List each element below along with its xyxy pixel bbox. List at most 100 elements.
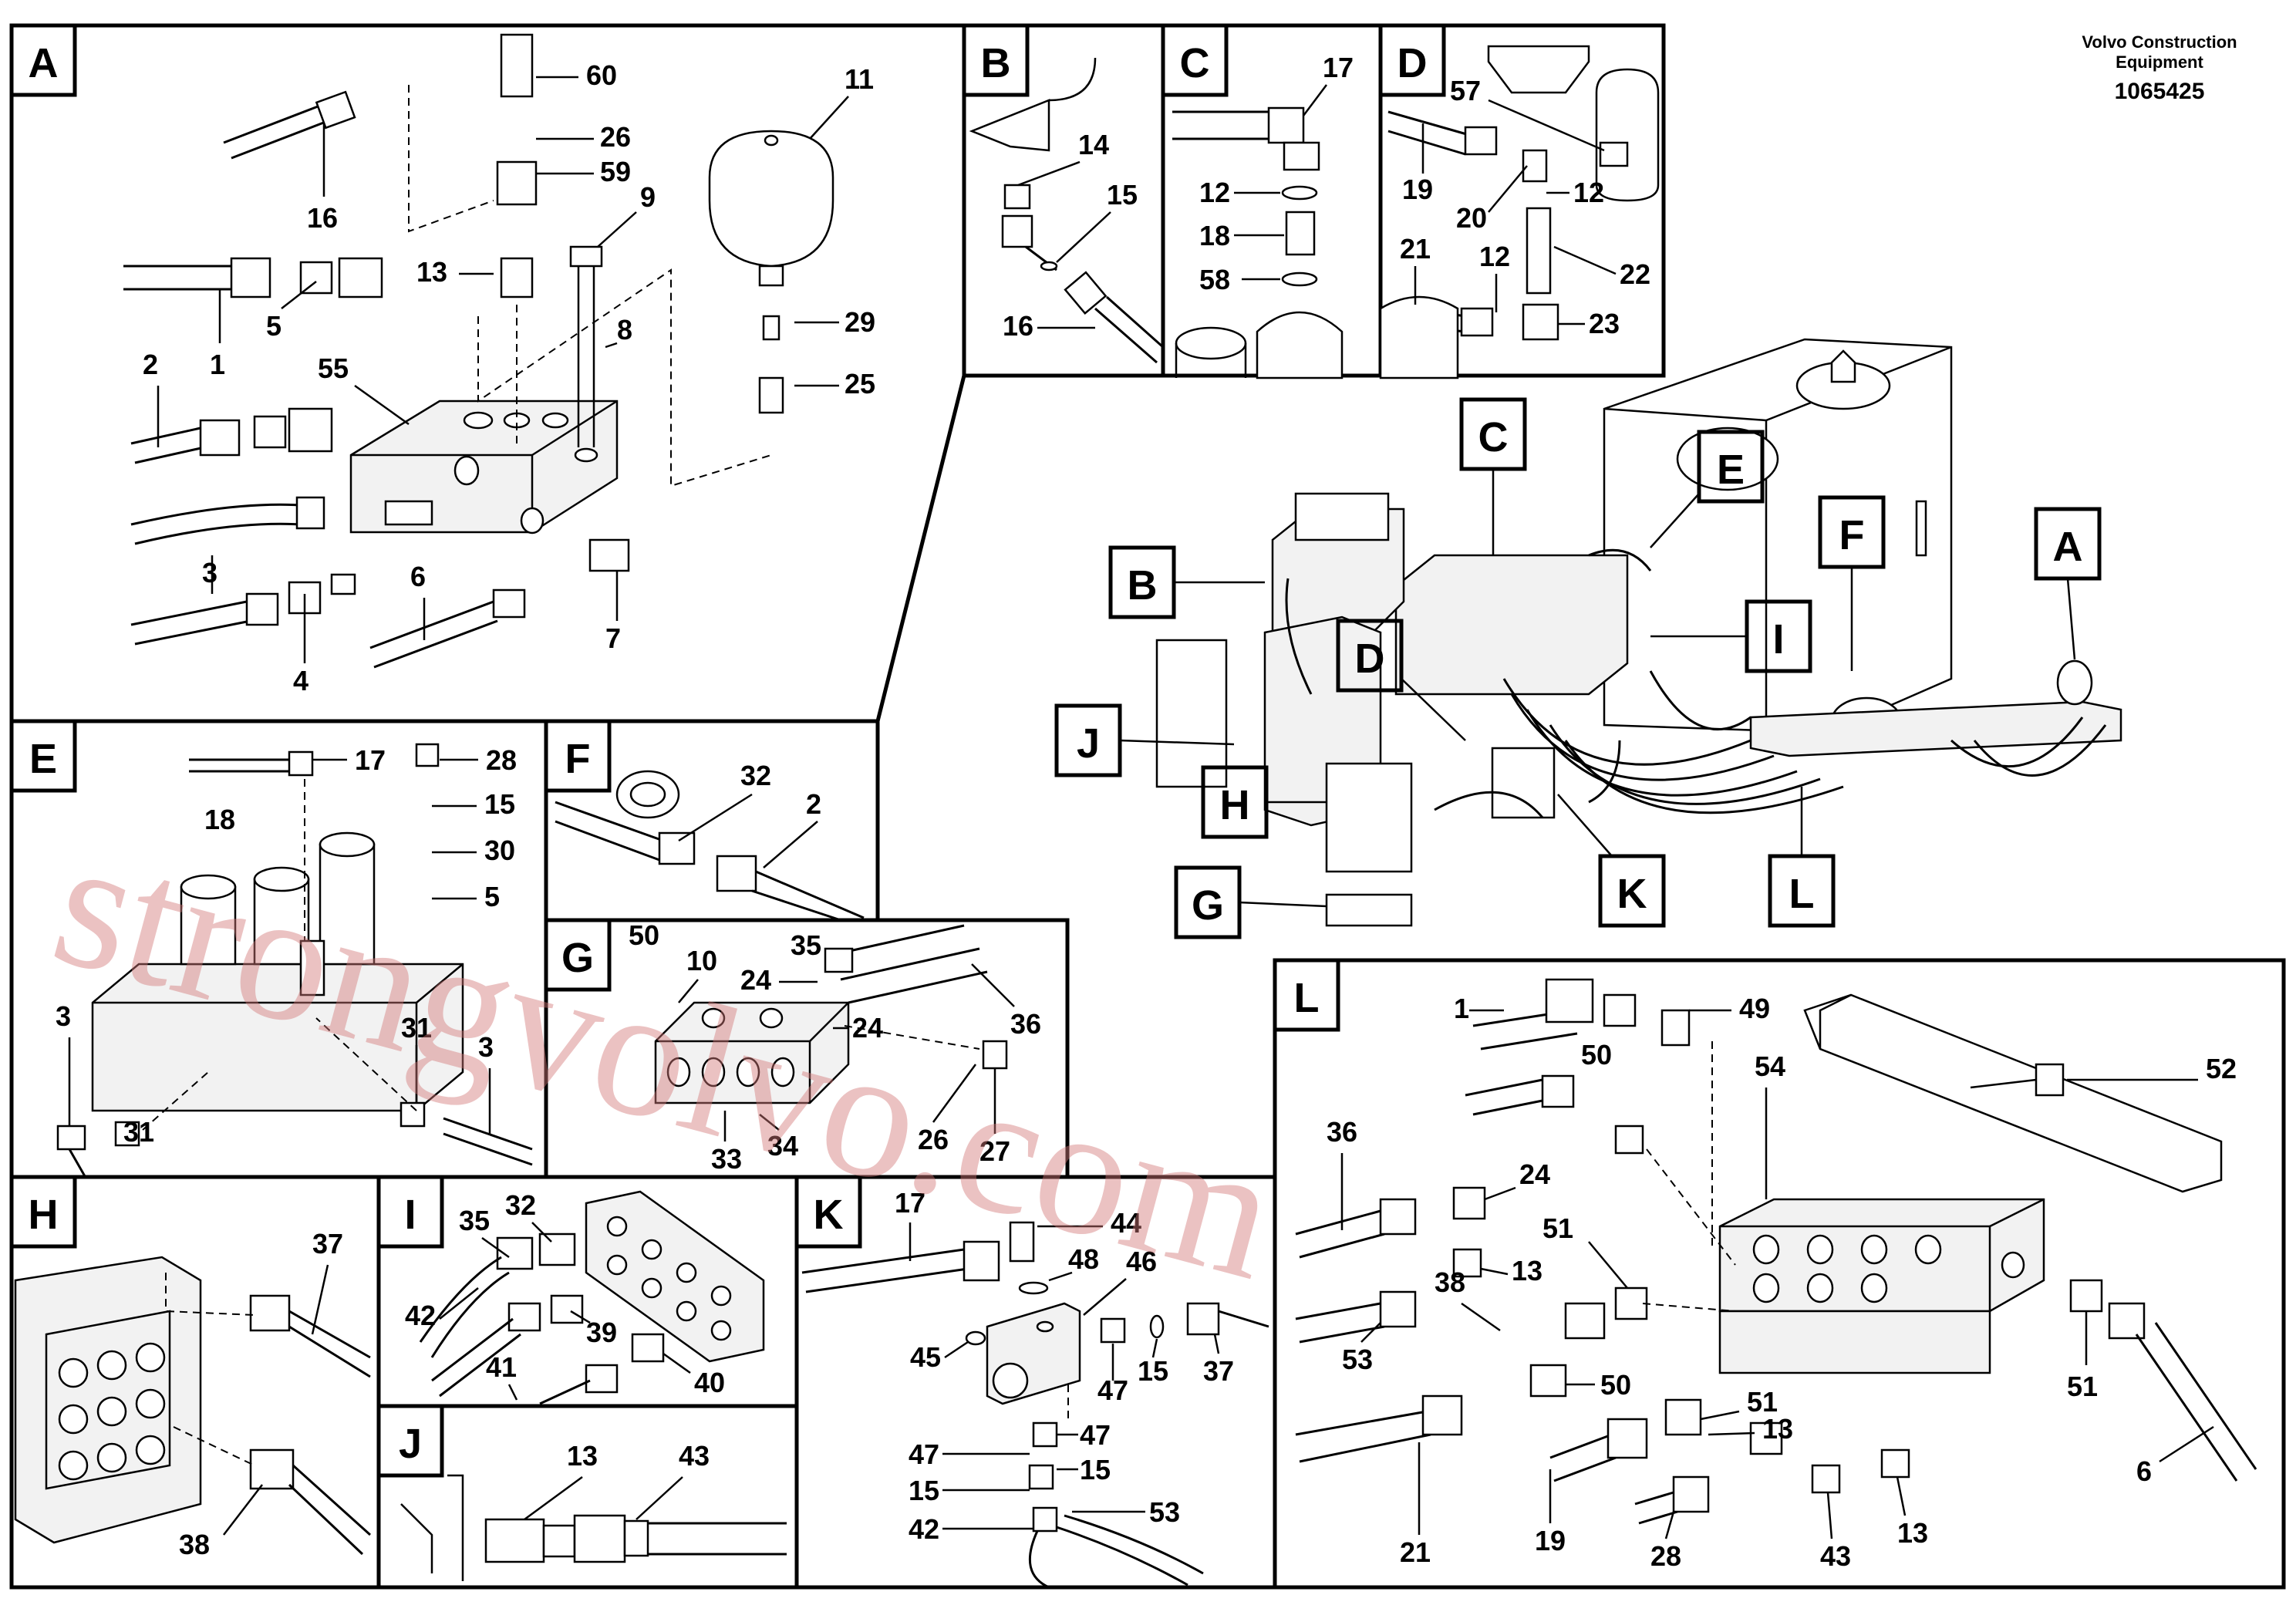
part-label: 23: [1589, 308, 1620, 339]
part-label: 55: [318, 352, 349, 384]
part-label: 57: [1450, 75, 1481, 106]
part-label: 1: [1454, 993, 1469, 1024]
panel-h: 37 38: [14, 1228, 372, 1560]
part-label: 12: [1199, 177, 1230, 208]
panel-f: 32 2: [555, 760, 865, 922]
part-label: 47: [1080, 1419, 1111, 1451]
part-label: 12: [1573, 177, 1604, 208]
panel-g: 50 10 35 24 24 36 26 27 33 34: [629, 919, 1041, 1175]
part-label: 50: [1600, 1369, 1631, 1401]
part-label: 26: [918, 1124, 949, 1155]
part-label: 33: [711, 1143, 742, 1175]
panel-e-letter: E: [29, 736, 57, 782]
overview-callout: C: [1478, 414, 1509, 460]
part-label: 38: [1435, 1266, 1465, 1298]
part-label: 34: [767, 1130, 798, 1162]
part-label: 49: [1739, 993, 1770, 1024]
part-label: 14: [1078, 129, 1109, 160]
hydraulic-tank-icon: [1603, 338, 1953, 746]
part-label: 36: [1010, 1008, 1041, 1040]
brand-line-1: Volvo Construction: [2082, 32, 2237, 52]
hose-icon: [123, 33, 630, 669]
part-label: 58: [1199, 264, 1230, 295]
panel-b-letter: B: [981, 40, 1011, 86]
panel-b: 14 15 16: [969, 57, 1164, 364]
part-label: 4: [293, 665, 308, 696]
part-label: 30: [484, 835, 515, 866]
overview-callout: D: [1355, 636, 1385, 682]
panel-a: 60 11 26 59 9 16 13 8 1 5 29 2 55 25 3 6…: [123, 33, 875, 696]
part-label: 21: [1400, 1536, 1431, 1568]
part-label: 9: [640, 181, 656, 213]
panel-j: 13 43: [400, 1440, 787, 1581]
part-label: 13: [416, 256, 447, 288]
part-label: 2: [143, 349, 158, 380]
part-label: 18: [204, 804, 235, 835]
part-label: 17: [895, 1187, 925, 1219]
overview-callout: E: [1717, 447, 1745, 493]
part-label: 59: [600, 156, 631, 187]
overview-callout: I: [1772, 616, 1784, 663]
overview-callout: G: [1192, 882, 1224, 929]
part-label: 60: [586, 59, 617, 91]
part-label: 28: [1650, 1540, 1681, 1572]
part-label: 19: [1402, 174, 1433, 205]
part-label: 31: [123, 1116, 154, 1148]
panel-j-letter: J: [399, 1421, 422, 1467]
part-label: 51: [1747, 1386, 1778, 1418]
overview-machine: C E B F A I D J H K L G: [1054, 338, 2122, 939]
part-label: 51: [2067, 1371, 2098, 1402]
part-label: 31: [401, 1012, 432, 1044]
part-label: 25: [845, 368, 875, 400]
part-label: 15: [1080, 1454, 1111, 1485]
part-label: 43: [1820, 1540, 1851, 1572]
part-label: 16: [1003, 310, 1033, 342]
part-label: 43: [679, 1440, 710, 1472]
part-label: 7: [605, 622, 621, 654]
panel-e: 17 28 18 15 30 5 3 31 31 3: [56, 743, 533, 1177]
part-label: 8: [617, 314, 632, 346]
part-label: 32: [740, 760, 771, 791]
part-label: 3: [202, 557, 217, 588]
part-label: 3: [56, 1000, 71, 1032]
part-label: 26: [600, 121, 631, 153]
brand-line-2: Equipment: [2116, 52, 2203, 72]
part-label: 53: [1149, 1496, 1180, 1528]
panel-l: 1 49 50 54 52 36 24 51 13 38 53 50 51 51…: [1295, 978, 2257, 1572]
panel-i-letter: I: [404, 1192, 416, 1238]
panel-f-letter: F: [565, 736, 591, 782]
overview-callout: J: [1077, 720, 1100, 767]
header: Volvo Construction Equipment 1065425: [2082, 32, 2237, 104]
part-label: 39: [586, 1317, 617, 1348]
part-label: 36: [1327, 1116, 1357, 1148]
panel-c-letter: C: [1180, 40, 1210, 86]
panel-tags: A B C D E F G H I J K L: [9, 23, 1446, 1478]
part-label: 10: [686, 945, 717, 976]
panel-h-letter: H: [29, 1192, 59, 1238]
part-label: 28: [486, 744, 517, 776]
part-label: 45: [910, 1341, 941, 1373]
part-label: 46: [1126, 1246, 1157, 1277]
part-label: 5: [484, 881, 500, 912]
part-label: 53: [1342, 1344, 1373, 1375]
valve-block-icon: [349, 400, 619, 534]
part-label: 52: [2206, 1053, 2237, 1084]
panel-c: 17 12 18 58: [1172, 52, 1354, 379]
document-number: 1065425: [2115, 79, 2205, 104]
valve-block-icon: [1155, 492, 2122, 927]
part-label: 44: [1111, 1207, 1141, 1239]
panel-a-letter: A: [29, 40, 59, 86]
part-label: 35: [459, 1205, 490, 1236]
panel-l-letter: L: [1294, 975, 1320, 1021]
part-label: 13: [567, 1440, 598, 1472]
part-label: 24: [740, 964, 771, 996]
part-label: 18: [1199, 220, 1230, 251]
part-label: 15: [1107, 179, 1138, 211]
part-label: 29: [845, 306, 875, 338]
overview-callout: K: [1617, 871, 1647, 917]
panel-d-border: [1378, 23, 1666, 378]
part-label: 11: [845, 63, 874, 95]
part-label: 24: [1519, 1158, 1550, 1190]
overview-callout: F: [1839, 512, 1865, 558]
